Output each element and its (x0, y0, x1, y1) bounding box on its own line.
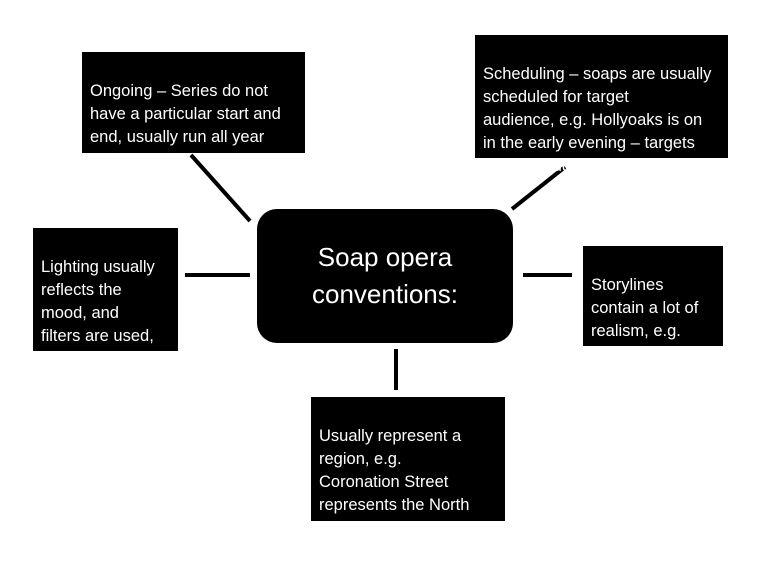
node-storylines-text: Storylines contain a lot of realism, e.g… (591, 276, 699, 363)
node-ongoing: Ongoing – Series do not have a particula… (82, 52, 305, 169)
node-storylines: Storylines contain a lot of realism, e.g… (583, 246, 723, 363)
connector-ongoing (189, 153, 252, 223)
node-scheduling: Scheduling – soaps are usually scheduled… (475, 35, 728, 175)
node-region-text: Usually represent a region, e.g. Coronat… (319, 427, 470, 537)
central-topic-label: Soap opera conventions: (312, 242, 458, 309)
central-topic: Soap opera conventions: (257, 209, 513, 343)
connector-scheduling (510, 165, 567, 211)
node-scheduling-text: Scheduling – soaps are usually scheduled… (483, 65, 712, 175)
node-region: Usually represent a region, e.g. Coronat… (311, 397, 505, 537)
node-lighting: Lighting usually reflects the mood, and … (33, 228, 178, 368)
node-ongoing-text: Ongoing – Series do not have a particula… (90, 82, 281, 169)
node-lighting-text: Lighting usually reflects the mood, and … (41, 258, 155, 368)
